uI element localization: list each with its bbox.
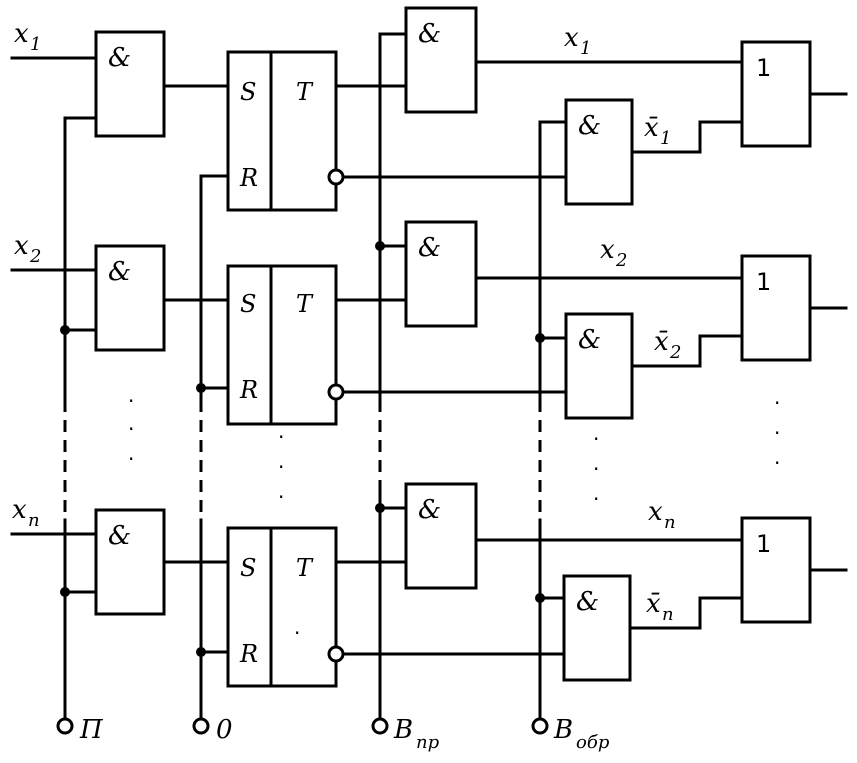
and-gate-forward-n [404, 482, 478, 590]
output-x1-index: 1 [580, 38, 591, 59]
terminal-zero-label: 0 [216, 715, 233, 745]
ellipsis: · [774, 421, 780, 445]
terminal-b-forward[interactable] [371, 717, 389, 735]
terminal-zero[interactable] [192, 717, 210, 735]
output-x2-index: 2 [615, 250, 627, 271]
and-gate-label: & [418, 233, 441, 263]
ellipsis: · [593, 427, 599, 451]
flipflop-t-label: T [296, 290, 314, 318]
and-gate-inverse-n [562, 574, 632, 682]
input-xn-index: n [28, 510, 40, 531]
output-not-xn-index: n [662, 604, 674, 625]
ellipsis: · [593, 457, 599, 481]
output-not-xn-label: x̄ [646, 589, 661, 619]
or-gate-1 [740, 40, 812, 148]
output-not-x1-label: x̄ [644, 113, 659, 143]
flipflop-r-label: R [239, 376, 258, 404]
flipflop-t-label: T [296, 78, 314, 106]
ellipsis-dots: · · · · · · · · · · · · · [128, 389, 780, 645]
and-gate-label: & [578, 111, 601, 141]
output-x2-label: x [600, 235, 615, 265]
flipflop-s-label: S [240, 290, 256, 318]
output-not-x2-label: x̄ [654, 327, 669, 357]
input-x2-label: x [14, 231, 29, 261]
terminal-b-inverse-label: B [553, 715, 573, 745]
flipflop-t-label: T [296, 554, 314, 582]
terminal-b-inverse-sub: обр [576, 732, 610, 753]
and-gate-label: & [578, 325, 601, 355]
ellipsis: · [294, 621, 300, 645]
ellipsis: · [278, 425, 284, 449]
ellipsis: · [593, 487, 599, 511]
flipflop-s-label: S [240, 78, 256, 106]
output-x1-label: x [564, 23, 579, 53]
row-n: & S R T & & 1 x n x n x̄ n [10, 482, 848, 688]
ellipsis: · [774, 451, 780, 475]
and-gate-input-1 [94, 30, 166, 138]
flipflop-n [226, 526, 338, 688]
input-xn-label: x [12, 495, 27, 525]
and-gate-label: & [576, 587, 599, 617]
terminal-b-inverse[interactable] [531, 717, 549, 735]
row-1: & S R T & & 1 x 1 x 1 x̄ 1 [10, 6, 848, 212]
and-gate-forward-2 [404, 220, 478, 328]
junction-dots [60, 241, 545, 657]
flipflop-s-label: S [240, 554, 256, 582]
ellipsis: · [128, 417, 134, 441]
output-not-x2-index: 2 [669, 342, 681, 363]
flipflop-r-label: R [239, 164, 258, 192]
flipflop-1 [226, 50, 338, 212]
and-gate-label: & [418, 495, 441, 525]
input-x1-index: 1 [30, 34, 41, 55]
or-gate-label: 1 [756, 54, 771, 82]
ellipsis: · [128, 447, 134, 471]
and-gate-label: & [108, 43, 131, 73]
and-gate-forward-1 [404, 6, 478, 114]
terminal-p[interactable] [56, 717, 74, 735]
ellipsis: · [278, 455, 284, 479]
input-x1-label: x [14, 19, 29, 49]
or-gate-label: 1 [756, 530, 771, 558]
and-gate-input-2 [94, 244, 166, 352]
and-gate-label: & [108, 257, 131, 287]
terminal-b-forward-sub: пр [416, 732, 440, 753]
output-not-x1-index: 1 [660, 128, 671, 149]
and-gate-label: & [108, 521, 131, 551]
ellipsis: · [128, 389, 134, 413]
terminals: П 0 B пр B обр [56, 715, 610, 753]
output-xn-index: n [664, 512, 676, 533]
or-gate-2 [740, 254, 812, 362]
flipflop-r-label: R [239, 640, 258, 668]
terminal-p-label: П [79, 715, 104, 745]
or-gate-n [740, 516, 812, 624]
ellipsis: · [278, 485, 284, 509]
and-gate-label: & [418, 19, 441, 49]
flipflop-2 [226, 264, 338, 426]
row-2: & S R T & & 1 x 2 x 2 x̄ 2 [10, 220, 848, 426]
or-gate-label: 1 [756, 268, 771, 296]
output-xn-label: x [648, 497, 663, 527]
terminal-b-forward-label: B [393, 715, 413, 745]
ellipsis: · [774, 391, 780, 415]
and-gate-input-n [94, 508, 166, 616]
input-x2-index: 2 [29, 246, 41, 267]
